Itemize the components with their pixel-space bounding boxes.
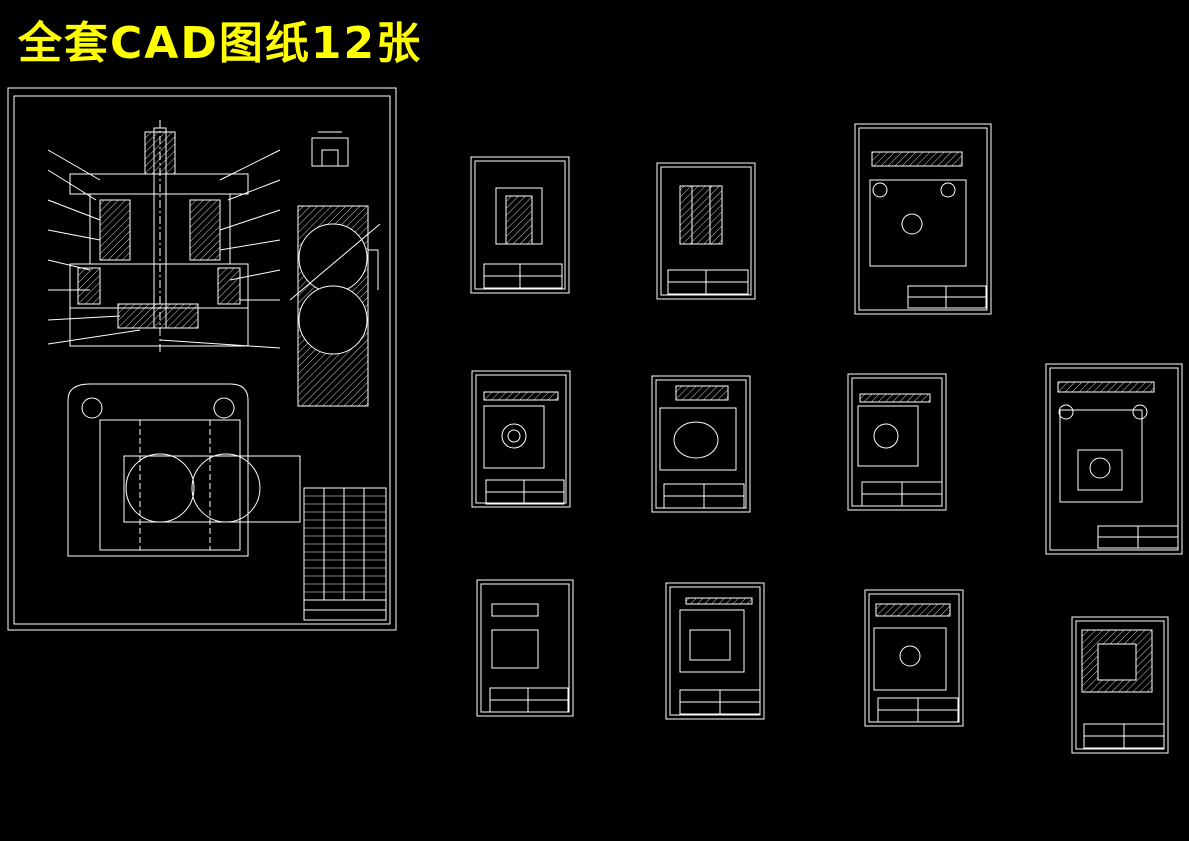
part-drawing-8[interactable] xyxy=(476,579,574,717)
part-drawing-9[interactable] xyxy=(665,582,765,720)
assembly-drawing[interactable] xyxy=(7,87,397,631)
part-drawing-3[interactable] xyxy=(854,123,992,315)
assembly-detail-view xyxy=(311,131,349,167)
part-drawing-10[interactable] xyxy=(864,589,964,727)
page-title: 全套CAD图纸12张 xyxy=(18,18,423,69)
assembly-parts-list xyxy=(303,487,387,621)
part-drawing-5[interactable] xyxy=(651,375,751,513)
part-drawing-7[interactable] xyxy=(1045,363,1183,555)
part-drawing-11[interactable] xyxy=(1071,616,1169,754)
strip-layout-view xyxy=(289,205,381,407)
part-drawing-1[interactable] xyxy=(470,156,570,294)
assembly-plan-view xyxy=(67,383,301,557)
assembly-section-view xyxy=(47,120,281,352)
part-drawing-4[interactable] xyxy=(471,370,571,508)
part-drawing-2[interactable] xyxy=(656,162,756,300)
part-drawing-6[interactable] xyxy=(847,373,947,511)
